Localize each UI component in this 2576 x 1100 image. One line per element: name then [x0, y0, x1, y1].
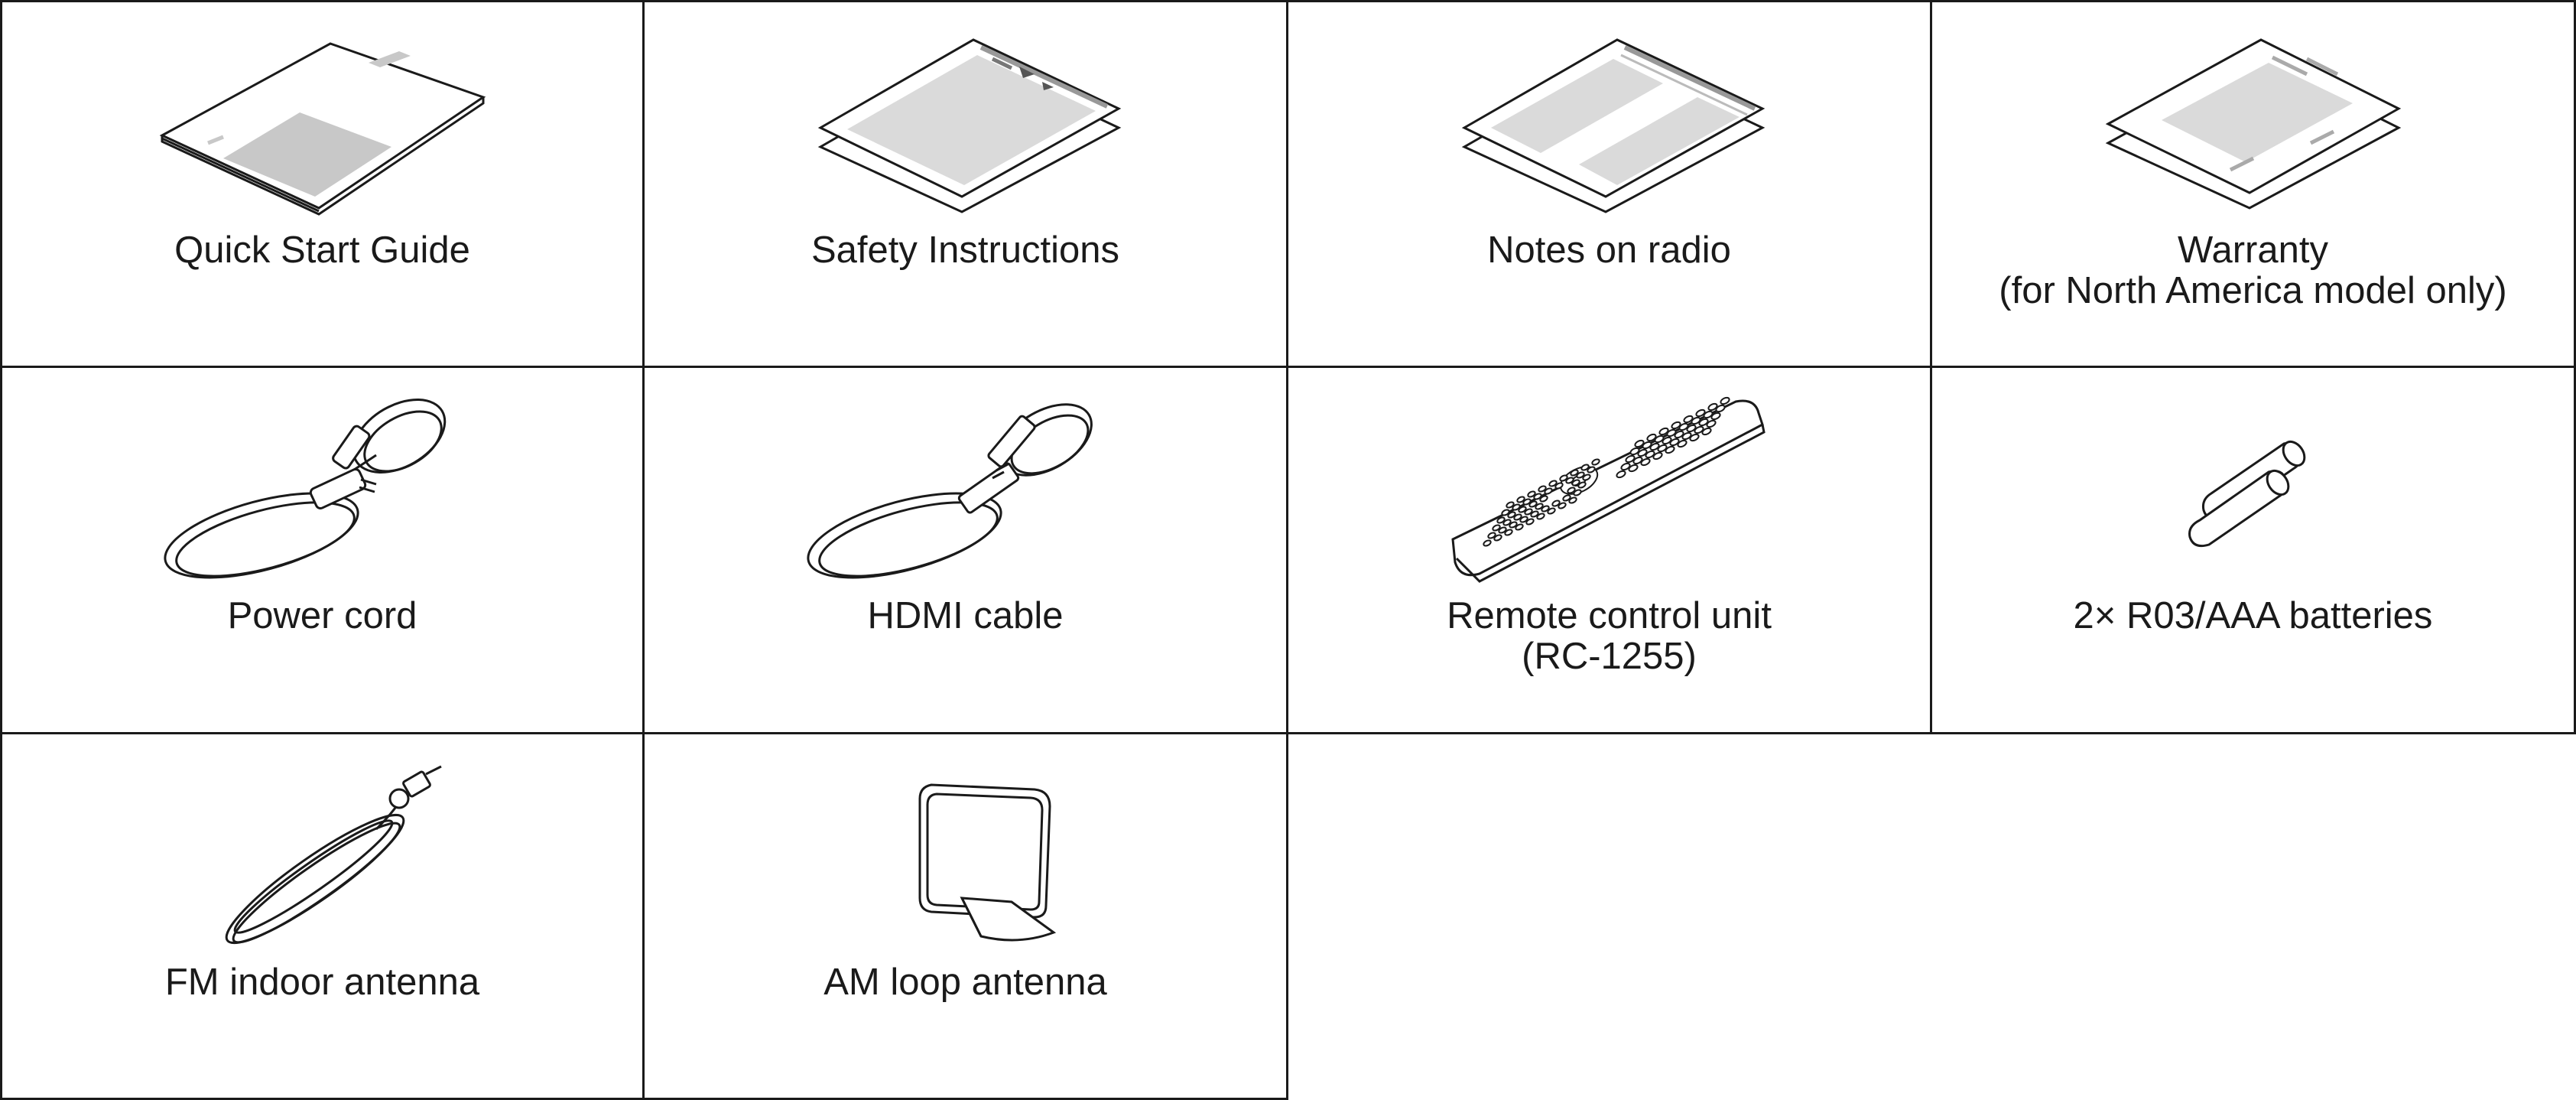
item-name: Notes on radio	[1487, 229, 1731, 271]
folded-sheet-icon	[2105, 38, 2401, 210]
item-remote-control: Remote control unit (RC-1255)	[1286, 366, 1932, 734]
batteries-icon	[2188, 440, 2305, 548]
item-name: Warranty	[2178, 229, 2328, 271]
fm-antenna-icon	[225, 765, 442, 945]
item-safety-instructions: Safety Instructions	[642, 0, 1288, 368]
remote-control-icon	[1450, 396, 1766, 583]
item-am-loop-antenna: AM loop antenna	[642, 732, 1288, 1100]
item-warranty: Warranty (for North America model only)	[1930, 0, 2576, 368]
power-cord-icon	[163, 399, 446, 579]
item-name: Safety Instructions	[810, 229, 1120, 271]
item-name: Remote control unit	[1447, 595, 1772, 636]
booklet-icon	[159, 42, 486, 216]
item-name: FM indoor antenna	[164, 962, 480, 1003]
item-name: 2× R03/AAA batteries	[2073, 595, 2433, 636]
item-hdmi-cable: HDMI cable	[642, 366, 1288, 734]
item-note: (RC-1255)	[1522, 636, 1697, 677]
item-batteries: 2× R03/AAA batteries	[1930, 366, 2576, 734]
item-note: (for North America model only)	[1999, 270, 2507, 311]
item-notes-on-radio: Notes on radio	[1286, 0, 1932, 368]
item-fm-indoor-antenna: FM indoor antenna	[0, 732, 645, 1100]
item-quick-start-guide: Quick Start Guide	[0, 0, 645, 368]
item-name: Power cord	[227, 595, 417, 636]
am-loop-antenna-icon	[918, 783, 1056, 942]
folded-sheet-icon	[1461, 38, 1765, 213]
item-name: Quick Start Guide	[174, 229, 470, 271]
folded-sheet-icon	[817, 38, 1121, 213]
item-name: AM loop antenna	[823, 962, 1107, 1003]
item-name: HDMI cable	[867, 595, 1064, 636]
hdmi-cable-icon	[806, 403, 1093, 579]
item-power-cord: Power cord	[0, 366, 645, 734]
